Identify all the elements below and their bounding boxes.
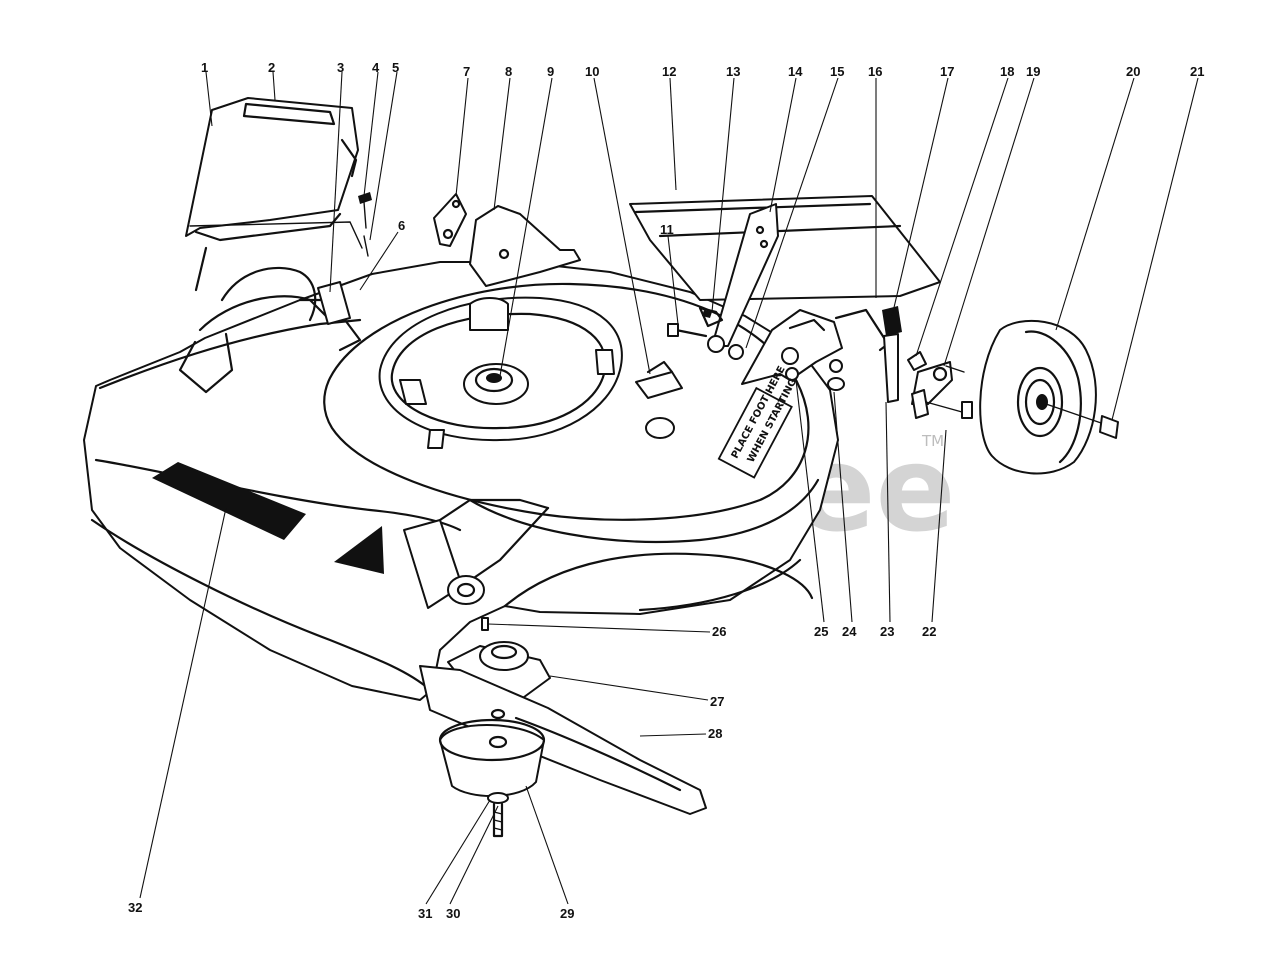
callout-21: 21 (1190, 64, 1204, 79)
leader-lines (139, 71, 1199, 905)
part-wheel (979, 319, 1097, 475)
callout-13: 13 (726, 64, 740, 79)
callout-18: 18 (1000, 64, 1014, 79)
callout-29: 29 (560, 906, 574, 921)
callout-8: 8 (505, 64, 512, 79)
callout-24: 24 (842, 624, 857, 639)
callout-6: 6 (398, 218, 405, 233)
warning-label (152, 462, 306, 540)
callout-9: 9 (547, 64, 554, 79)
callout-12: 12 (662, 64, 676, 79)
part-blade-cup (438, 718, 546, 797)
part-blade-bolt (487, 792, 509, 838)
small-hardware-rear (189, 192, 372, 257)
callout-27: 27 (710, 694, 724, 709)
part-height-lever (698, 203, 779, 360)
callout-23: 23 (880, 624, 894, 639)
callout-2: 2 (268, 60, 275, 75)
watermark-trademark: TM (921, 432, 944, 450)
part-rear-bracket (469, 205, 581, 287)
callout-10: 10 (585, 64, 599, 79)
callout-4: 4 (372, 60, 380, 75)
callout-15: 15 (830, 64, 844, 79)
callout-5: 5 (392, 60, 399, 75)
part-deflector-flap (185, 97, 359, 292)
callout-30: 30 (446, 906, 460, 921)
callout-14: 14 (788, 64, 803, 79)
part-oil-cap (635, 360, 683, 439)
triangle-decal (334, 526, 384, 574)
callout-19: 19 (1026, 64, 1040, 79)
part-blade-key (481, 617, 489, 631)
callout-3: 3 (337, 60, 344, 75)
callout-22: 22 (922, 624, 936, 639)
part-wheel-bolt (1045, 403, 1119, 439)
callout-16: 16 (868, 64, 882, 79)
callout-20: 20 (1126, 64, 1140, 79)
engine-mount-ring (378, 296, 623, 449)
callout-26: 26 (712, 624, 726, 639)
part-bolt-11 (667, 323, 708, 338)
callout-31: 31 (418, 906, 432, 921)
part-washer-24 (827, 377, 845, 391)
callout-32: 32 (128, 900, 142, 915)
callout-7: 7 (463, 64, 470, 79)
callout-1: 1 (201, 60, 208, 75)
part-blade (419, 665, 707, 815)
callout-17: 17 (940, 64, 954, 79)
callout-25: 25 (814, 624, 828, 639)
part-axle-bolt (911, 389, 973, 419)
callout-11: 11 (660, 222, 674, 237)
part-rear-plate (629, 195, 941, 301)
callout-numbers: 1 2 3 4 5 6 7 8 9 10 11 12 13 14 15 16 1… (128, 60, 1204, 921)
part-hinge-bracket (433, 193, 467, 247)
callout-28: 28 (708, 726, 722, 741)
